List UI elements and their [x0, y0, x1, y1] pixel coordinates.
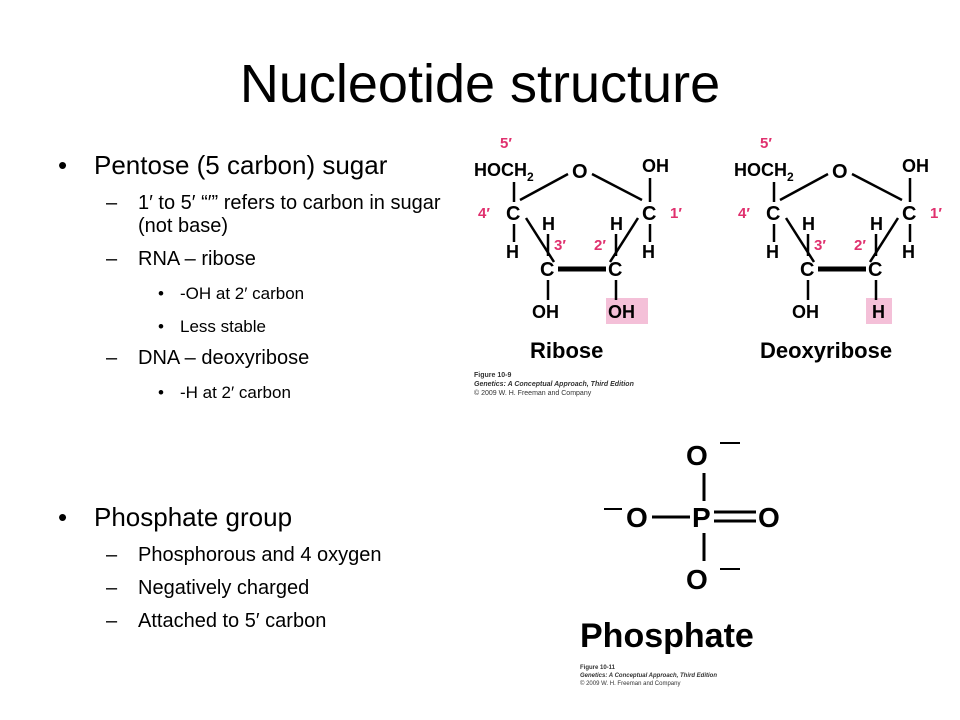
sugar-structures-svg: 5′ HOCH2 O OH 4′ C C 1′ H H — [474, 135, 942, 397]
phosphate-point: Negatively charged — [58, 577, 478, 600]
c2: C — [608, 259, 622, 281]
phosphate-heading: Phosphate group — [58, 500, 478, 534]
c3: C — [540, 259, 554, 281]
slide-title: Nucleotide structure — [239, 54, 721, 114]
prime-5: 5′ — [500, 135, 512, 152]
rna-point: Less stable — [58, 316, 478, 337]
prime-4: 4′ — [478, 205, 490, 222]
prime-3: 3′ — [554, 237, 566, 254]
sugar-caption-figure: Figure 10-9 — [474, 372, 511, 379]
c3-oh: OH — [532, 302, 559, 322]
bottom-oxygen: O — [686, 564, 708, 595]
sugar-structures-figure: 5′ HOCH2 O OH 4′ C C 1′ H H — [470, 130, 950, 410]
hoch2-label: HOCH2 — [474, 160, 534, 184]
c4: C — [766, 203, 780, 225]
ring-oxygen: O — [572, 161, 588, 183]
top-oxygen: O — [686, 440, 708, 471]
c4-lower-h: H — [506, 242, 519, 262]
phos-caption-figure: Figure 10-11 — [580, 665, 616, 671]
deoxyribose-structure: 5′ HOCH2 O OH 4′ C C 1′ H H H — [734, 135, 942, 363]
c3-oh: OH — [792, 302, 819, 322]
c1: C — [902, 203, 916, 225]
c1-oh: OH — [902, 156, 929, 176]
pentose-heading: Pentose (5 carbon) sugar — [58, 148, 478, 182]
c2-oh: OH — [608, 302, 635, 322]
phosphate-figure: O O P O O Phosphate Figure 10-11 Genetic… — [560, 425, 840, 690]
c1-lower-h: H — [902, 242, 915, 262]
rna-point: -OH at 2′ carbon — [58, 283, 478, 304]
dna-point: -H at 2′ carbon — [58, 382, 478, 403]
c1-lower-h: H — [642, 242, 655, 262]
prime-5: 5′ — [760, 135, 772, 152]
phos-caption-copyright: © 2009 W. H. Freeman and Company — [580, 680, 680, 687]
c1-h: H — [870, 214, 883, 234]
prime-2: 2′ — [854, 237, 866, 254]
ring-oxygen: O — [832, 161, 848, 183]
rna-item: RNA – ribose — [58, 248, 478, 271]
c3: C — [800, 259, 814, 281]
sugar-caption-copyright: © 2009 W. H. Freeman and Company — [474, 389, 592, 397]
phosphate-svg: O O P O O Phosphate Figure 10-11 Genetic… — [580, 440, 780, 687]
prime-1: 1′ — [930, 205, 942, 222]
c1-oh: OH — [642, 156, 669, 176]
c2: C — [868, 259, 882, 281]
c1: C — [642, 203, 656, 225]
c4-lower-h: H — [766, 242, 779, 262]
phosphate-point: Attached to 5′ carbon — [58, 610, 478, 633]
c4-h: H — [542, 214, 555, 234]
phosphate-bullets: Phosphate group Phosphorous and 4 oxygen… — [58, 500, 478, 633]
deoxy-2prime-highlight — [866, 298, 892, 324]
right-oxygen: O — [758, 502, 780, 533]
prime-1: 1′ — [670, 205, 682, 222]
left-oxygen: O — [626, 502, 648, 533]
prime-4: 4′ — [738, 205, 750, 222]
prime-2: 2′ — [594, 237, 606, 254]
ribose-label: Ribose — [530, 338, 603, 363]
hoch2-label: HOCH2 — [734, 160, 794, 184]
sugar-caption-book: Genetics: A Conceptual Approach, Third E… — [474, 381, 634, 388]
phosphorus: P — [692, 502, 711, 533]
c4: C — [506, 203, 520, 225]
phosphate-label: Phosphate — [580, 617, 754, 655]
pentose-bullets: Pentose (5 carbon) sugar 1′ to 5′ “′” re… — [58, 148, 478, 403]
c4-h: H — [802, 214, 815, 234]
c2-h: H — [872, 302, 885, 322]
prime-explanation: 1′ to 5′ “′” refers to carbon in sugar (… — [58, 192, 478, 238]
deoxyribose-label: Deoxyribose — [760, 338, 892, 363]
phos-caption-book: Genetics: A Conceptual Approach, Third E… — [580, 673, 717, 679]
ribose-structure: 5′ HOCH2 O OH 4′ C C 1′ H H — [474, 135, 682, 363]
prime-3: 3′ — [814, 237, 826, 254]
dna-item: DNA – deoxyribose — [58, 347, 478, 370]
c1-h: H — [610, 214, 623, 234]
ribose-2prime-highlight — [606, 298, 648, 324]
phosphate-point: Phosphorous and 4 oxygen — [58, 544, 478, 567]
